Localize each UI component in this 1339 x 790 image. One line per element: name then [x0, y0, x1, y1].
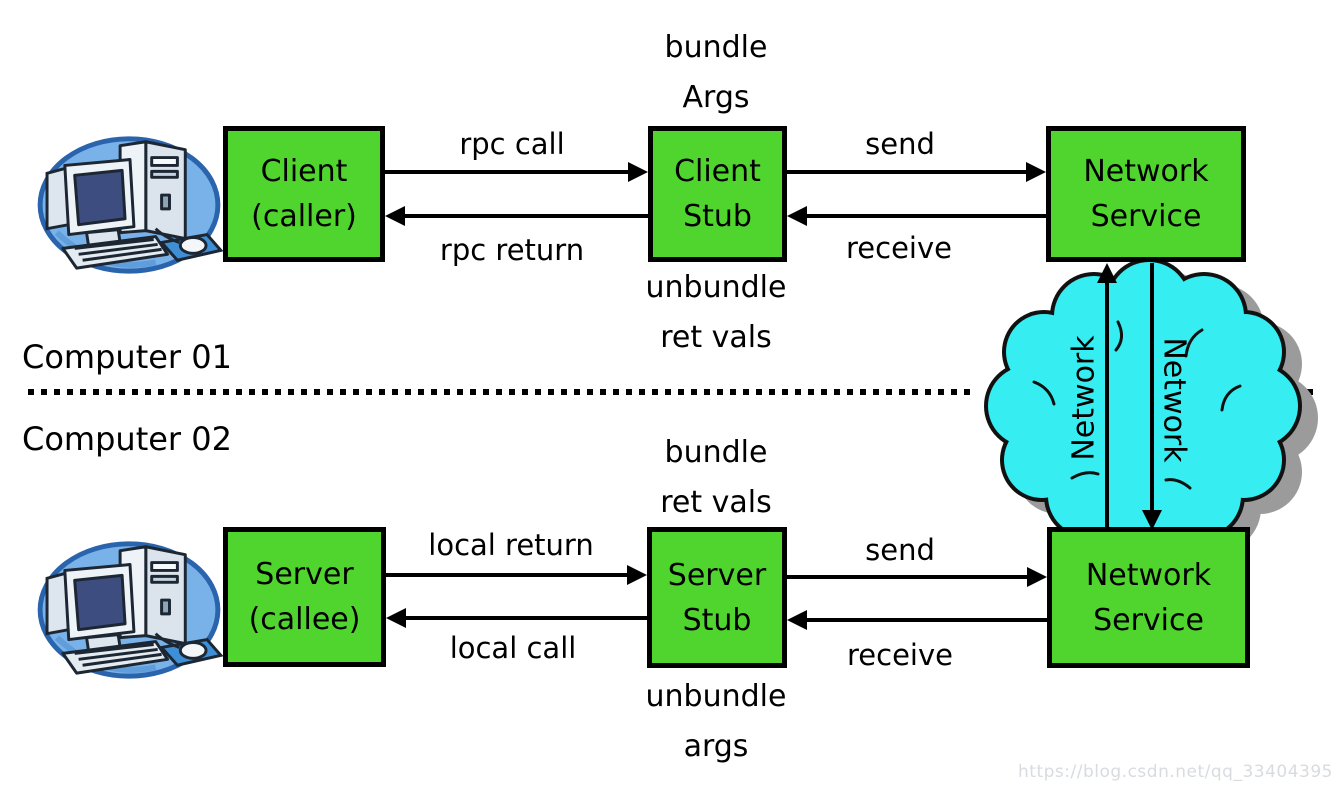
network-service-bottom-line2: Service: [1093, 602, 1204, 638]
network-down-arrow: [1142, 263, 1162, 530]
arrowhead-down-icon: [1142, 510, 1162, 530]
server-stub-line1: Server: [667, 557, 767, 593]
local-return-label: local return: [428, 528, 594, 562]
arrowhead-left-icon: [787, 206, 807, 226]
csdn-watermark: https://blog.csdn.net/qq_33404395: [1018, 762, 1333, 782]
arrowhead-left-icon: [385, 206, 405, 226]
network-up-arrow: [1097, 263, 1117, 530]
machine-boundary-dotted-line: [28, 389, 974, 395]
arrowhead-right-icon: [1026, 162, 1046, 182]
note-line1: unbundle: [645, 270, 787, 305]
rpc-call-arrow: [385, 162, 648, 182]
note-line2: args: [683, 729, 749, 764]
note-line1: bundle: [664, 435, 768, 470]
rpc-call-label: rpc call: [459, 127, 565, 161]
send-label-bottom: send: [865, 533, 935, 567]
send-arrow-top: [787, 162, 1046, 182]
local-call-label: local call: [449, 631, 577, 665]
send-label-top: send: [865, 127, 935, 161]
network-service-box-top: Network Service: [1046, 126, 1246, 262]
client-stub-line2: Stub: [683, 199, 752, 234]
receive-label-bottom: receive: [847, 638, 953, 672]
client-stub-box: Client Stub: [648, 126, 787, 262]
send-arrow-bottom: [787, 567, 1047, 587]
note-line1: bundle: [664, 30, 768, 65]
client-stub-line1: Client: [674, 154, 761, 189]
arrowhead-left-icon: [386, 608, 406, 628]
local-call-arrow: [386, 608, 647, 628]
computer-02-label: Computer 02: [22, 420, 232, 458]
network-service-bottom-line1: Network: [1085, 557, 1212, 593]
arrowhead-right-icon: [627, 565, 647, 585]
client-box-line1: Client: [260, 154, 348, 189]
arrowhead-up-icon: [1097, 263, 1117, 283]
computer-01-label: Computer 01: [22, 338, 232, 376]
server-stub-note-below: unbundle args: [646, 672, 787, 772]
network-cloud: [984, 258, 1318, 564]
server-stub-line2: Stub: [682, 602, 752, 638]
cloud-network-label-left: Network: [1066, 335, 1102, 461]
note-line2: ret vals: [660, 485, 772, 520]
desktop-computer-icon-bottom: [33, 527, 225, 685]
network-service-box-bottom: Network Service: [1047, 527, 1250, 668]
client-box: Client (caller): [223, 126, 385, 262]
note-line2: ret vals: [660, 320, 772, 355]
server-stub-box: Server Stub: [647, 527, 787, 668]
local-return-arrow: [386, 565, 647, 585]
receive-arrow-bottom: [787, 610, 1047, 630]
client-stub-note-below: unbundle ret vals: [646, 263, 787, 363]
rpc-return-arrow: [385, 206, 648, 226]
arrowhead-right-icon: [1027, 567, 1047, 587]
client-box-line2: (caller): [251, 199, 357, 234]
network-service-top-line1: Network: [1083, 154, 1209, 189]
server-box-line2: (callee): [248, 602, 361, 637]
cloud-network-label-right: Network: [1156, 337, 1192, 463]
server-stub-note-above: bundle ret vals: [660, 428, 772, 528]
rpc-return-label: rpc return: [439, 233, 585, 267]
client-stub-note-above: bundle Args: [665, 23, 768, 123]
receive-arrow-top: [787, 206, 1046, 226]
arrowhead-left-icon: [787, 610, 807, 630]
server-box-line1: Server: [255, 557, 354, 592]
network-service-top-line2: Service: [1090, 199, 1202, 234]
desktop-computer-icon-top: [33, 122, 225, 280]
server-box: Server (callee): [223, 527, 386, 667]
arrowhead-right-icon: [628, 162, 648, 182]
note-line2: Args: [682, 80, 750, 115]
receive-label-top: receive: [846, 231, 952, 265]
note-line1: unbundle: [645, 679, 787, 714]
